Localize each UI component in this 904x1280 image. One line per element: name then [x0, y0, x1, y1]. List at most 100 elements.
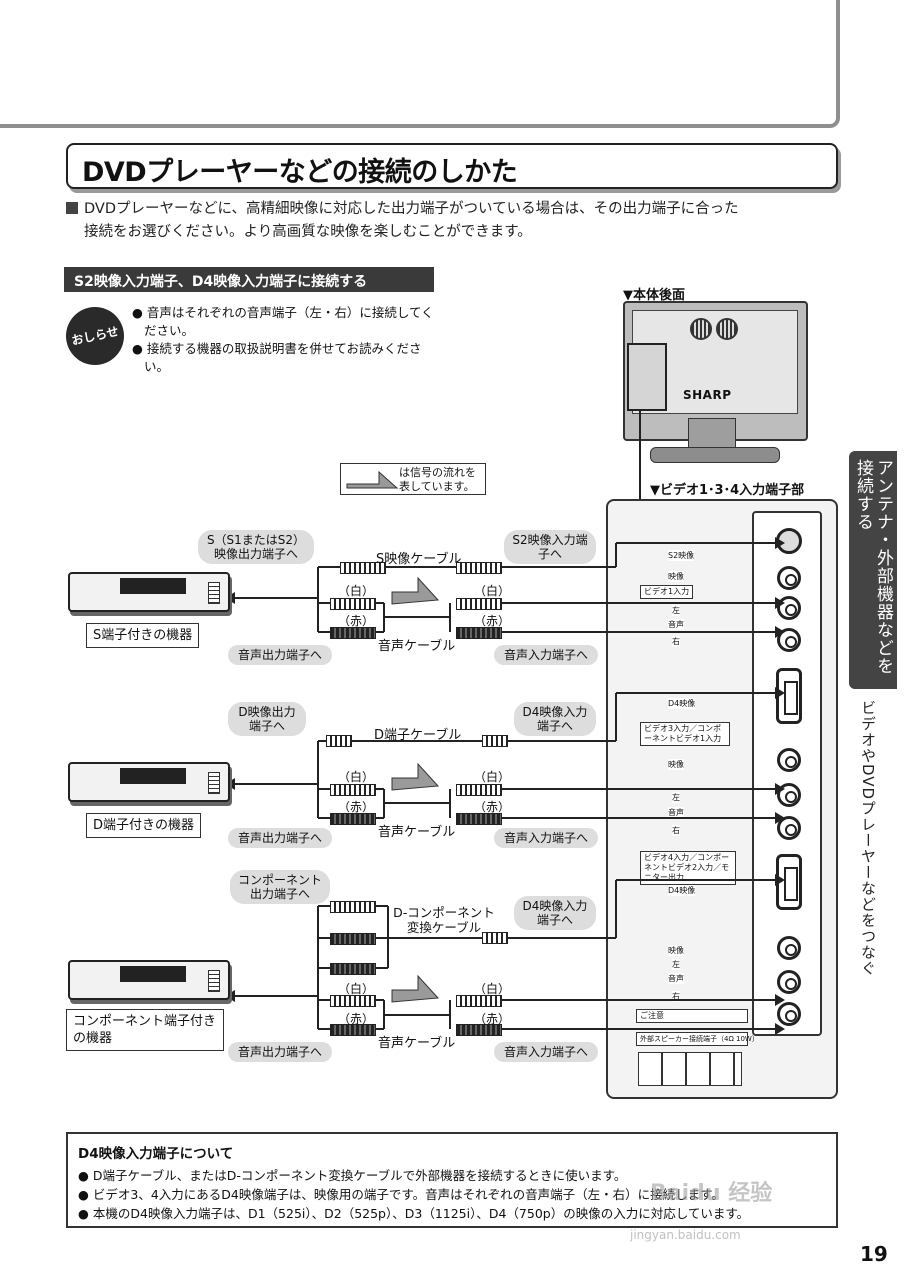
component-device: [68, 960, 230, 1000]
panel-title: ▼ビデオ1･3･4入力端子部: [650, 483, 805, 498]
panel-tag-video3-in: ビデオ3入力／コンポーネントビデオ1入力: [640, 722, 730, 746]
watermark: Baidu 经验: [650, 1181, 773, 1206]
device-buttons: [208, 970, 220, 992]
device-display: [120, 578, 186, 594]
video-cable-label: S映像ケーブル: [376, 552, 462, 567]
red-label: （赤）: [338, 800, 375, 814]
out-callout: S（S1またはS2）映像出力端子へ: [198, 530, 314, 564]
panel-tag-caution: ご注意: [636, 1009, 748, 1023]
page-number: 19: [860, 1242, 888, 1266]
white-plug-icon: [456, 598, 502, 610]
panel-tag-video: 映像: [668, 571, 684, 582]
white-label: （白）: [474, 982, 511, 996]
tv-back-label: ▼本体後面: [623, 288, 685, 303]
d-plug-icon: [482, 932, 508, 944]
white-label: （白）: [338, 982, 375, 996]
notes-list: ● 音声はそれぞれの音声端子（左・右）に接続してください。 ● 接続する機器の取…: [132, 304, 442, 376]
audio-cable-label: 音声ケーブル: [378, 1036, 456, 1051]
speaker-icon: [690, 318, 712, 340]
tv-brand: SHARP: [683, 388, 732, 402]
component-plug-icon: [330, 963, 376, 975]
video-jack-icon: [777, 936, 801, 960]
panel-tag-d4: D4映像: [668, 885, 696, 896]
intro-line-1: DVDプレーヤーなどに、高精細映像に対応した出力端子がついている場合は、その出力…: [84, 201, 739, 217]
device-label: S端子付きの機器: [86, 623, 200, 648]
panel-tag-audio: 音声: [668, 807, 684, 818]
panel-tag-left: 左: [672, 792, 680, 803]
audio-right-jack-icon: [777, 1002, 801, 1026]
red-label: （赤）: [338, 1012, 375, 1026]
audio-out-callout: 音声出力端子へ: [228, 1042, 332, 1062]
page-frame: [0, 0, 840, 128]
component-plug-icon: [330, 901, 376, 913]
signal-arrow-icon: [346, 470, 399, 489]
red-plug-icon: [330, 627, 376, 639]
component-plug-icon: [330, 933, 376, 945]
audio-in-callout: 音声入力端子へ: [494, 828, 598, 848]
d4-note-box: D4映像入力端子について ● D端子ケーブル、またはD-コンポーネント変換ケーブ…: [66, 1132, 838, 1228]
red-plug-icon: [456, 1024, 502, 1036]
in-callout: S2映像入力端子へ: [504, 530, 596, 564]
d-device: [68, 762, 230, 802]
video-jack-icon: [777, 748, 801, 772]
panel-tag-s2: S2映像: [668, 550, 695, 561]
d-plug-icon: [482, 735, 508, 747]
bullet-square-icon: [66, 202, 78, 214]
audio-right-jack-icon: [777, 628, 801, 652]
audio-cable-label: 音声ケーブル: [378, 825, 456, 840]
audio-in-callout: 音声入力端子へ: [494, 1042, 598, 1062]
d4-note-title: D4映像入力端子について: [78, 1146, 234, 1162]
panel-tag-audio: 音声: [668, 973, 684, 984]
device-buttons: [208, 772, 220, 794]
red-plug-icon: [330, 1024, 376, 1036]
d4-note-item: ● 本機のD4映像入力端子は、D1（525i）、D2（525p）、D3（1125…: [78, 1206, 750, 1221]
speaker-icon: [716, 318, 738, 340]
panel-tag-audio: 音声: [668, 619, 684, 630]
note-item: ● 接続する機器の取扱説明書を併せてお読みください。: [132, 341, 422, 374]
panel-tag-left: 左: [672, 959, 680, 970]
d4-note-item: ● ビデオ3、4入力にあるD4映像端子は、映像用の端子です。音声はそれぞれの音声…: [78, 1187, 724, 1202]
red-label: （赤）: [474, 614, 511, 628]
tv-terminal-area: [627, 343, 667, 411]
audio-out-callout: 音声出力端子へ: [228, 645, 332, 665]
video-jack-icon: [777, 566, 801, 590]
legend-text: は信号の流れを表しています。: [399, 466, 476, 493]
d4-note-item: ● D端子ケーブル、またはD-コンポーネント変換ケーブルで外部機器を接続するとき…: [78, 1168, 627, 1183]
out-callout: D映像出力端子へ: [228, 702, 306, 736]
panel-tag-right: 右: [672, 636, 680, 647]
device-label: D端子付きの機器: [86, 813, 202, 838]
title-box: DVDプレーヤーなどの接続のしかた: [66, 143, 838, 189]
white-plug-icon: [456, 995, 502, 1007]
device-buttons: [208, 582, 220, 604]
d4-note-list: ● D端子ケーブル、またはD-コンポーネント変換ケーブルで外部機器を接続するとき…: [78, 1166, 826, 1223]
red-plug-icon: [330, 813, 376, 825]
panel-tag-right: 右: [672, 991, 680, 1002]
white-label: （白）: [474, 770, 511, 784]
note-item: ● 音声はそれぞれの音声端子（左・右）に接続してください。: [132, 305, 434, 338]
device-display: [120, 966, 186, 982]
red-plug-icon: [456, 627, 502, 639]
side-tab-text: アンテナ・外部機器などを接続する: [853, 459, 893, 675]
intro-text: DVDプレーヤーなどに、高精細映像に対応した出力端子がついている場合は、その出力…: [66, 198, 846, 244]
white-label: （白）: [474, 584, 511, 598]
audio-left-jack-icon: [777, 970, 801, 994]
s-device: [68, 572, 230, 612]
in-callout: D4映像入力端子へ: [514, 896, 596, 930]
panel-tag-right: 右: [672, 825, 680, 836]
video-cable-label: D-コンポーネント変換ケーブル: [393, 905, 495, 935]
panel-tag-d4: D4映像: [668, 698, 696, 709]
white-plug-icon: [330, 598, 376, 610]
panel-tag-left: 左: [672, 605, 680, 616]
white-plug-icon: [456, 784, 502, 796]
d-plug-icon: [326, 735, 352, 747]
audio-left-jack-icon: [777, 596, 801, 620]
out-callout: コンポーネント出力端子へ: [230, 870, 330, 904]
s-video-plug-icon: [456, 562, 502, 574]
tv-base: [650, 447, 780, 463]
video-cable-label: D端子ケーブル: [374, 728, 462, 743]
legend-box: は信号の流れを表しています。: [340, 463, 486, 495]
page-title: DVDプレーヤーなどの接続のしかた: [82, 157, 518, 188]
white-plug-icon: [330, 784, 376, 796]
in-callout: D4映像入力端子へ: [514, 702, 596, 736]
